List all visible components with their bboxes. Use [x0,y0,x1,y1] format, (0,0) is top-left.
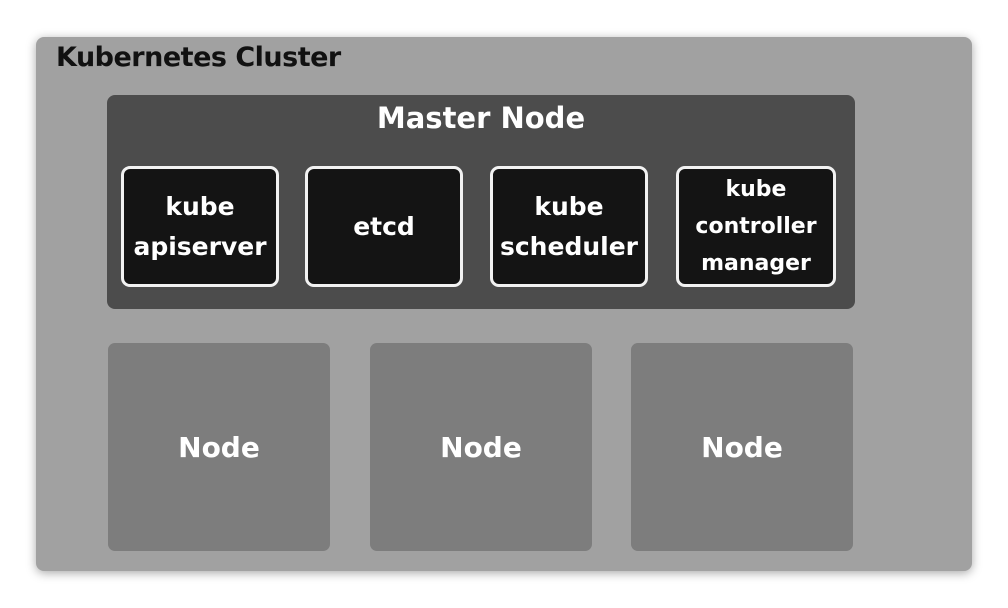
component-label-line: scheduler [499,231,638,261]
master-node-title: Master Node [376,101,586,135]
etcd-component: etcd [305,166,463,287]
master-node-box: Master Node kube apiserver etcd kube sch… [107,95,855,309]
kube-controller-manager-component: kube controller manager [676,166,836,287]
node-label: Node [440,430,522,464]
kube-scheduler-component: kube scheduler [490,166,648,287]
node-label: Node [701,430,783,464]
worker-node-2: Node [370,343,592,551]
kube-apiserver-component: kube apiserver [121,166,279,287]
component-label-line: etcd [353,211,415,241]
component-label-line: kube [725,177,787,202]
worker-node-3: Node [631,343,853,551]
component-label-line: kube [165,191,235,221]
component-label-line: apiserver [133,231,267,261]
kubernetes-cluster-box: Kubernetes Cluster Master Node kube apis… [36,37,972,571]
component-label-line: controller [695,214,817,239]
worker-node-1: Node [108,343,330,551]
cluster-title: Kubernetes Cluster [56,42,341,73]
node-label: Node [178,430,260,464]
component-label-line: kube [534,191,604,221]
component-label-line: manager [701,251,811,276]
